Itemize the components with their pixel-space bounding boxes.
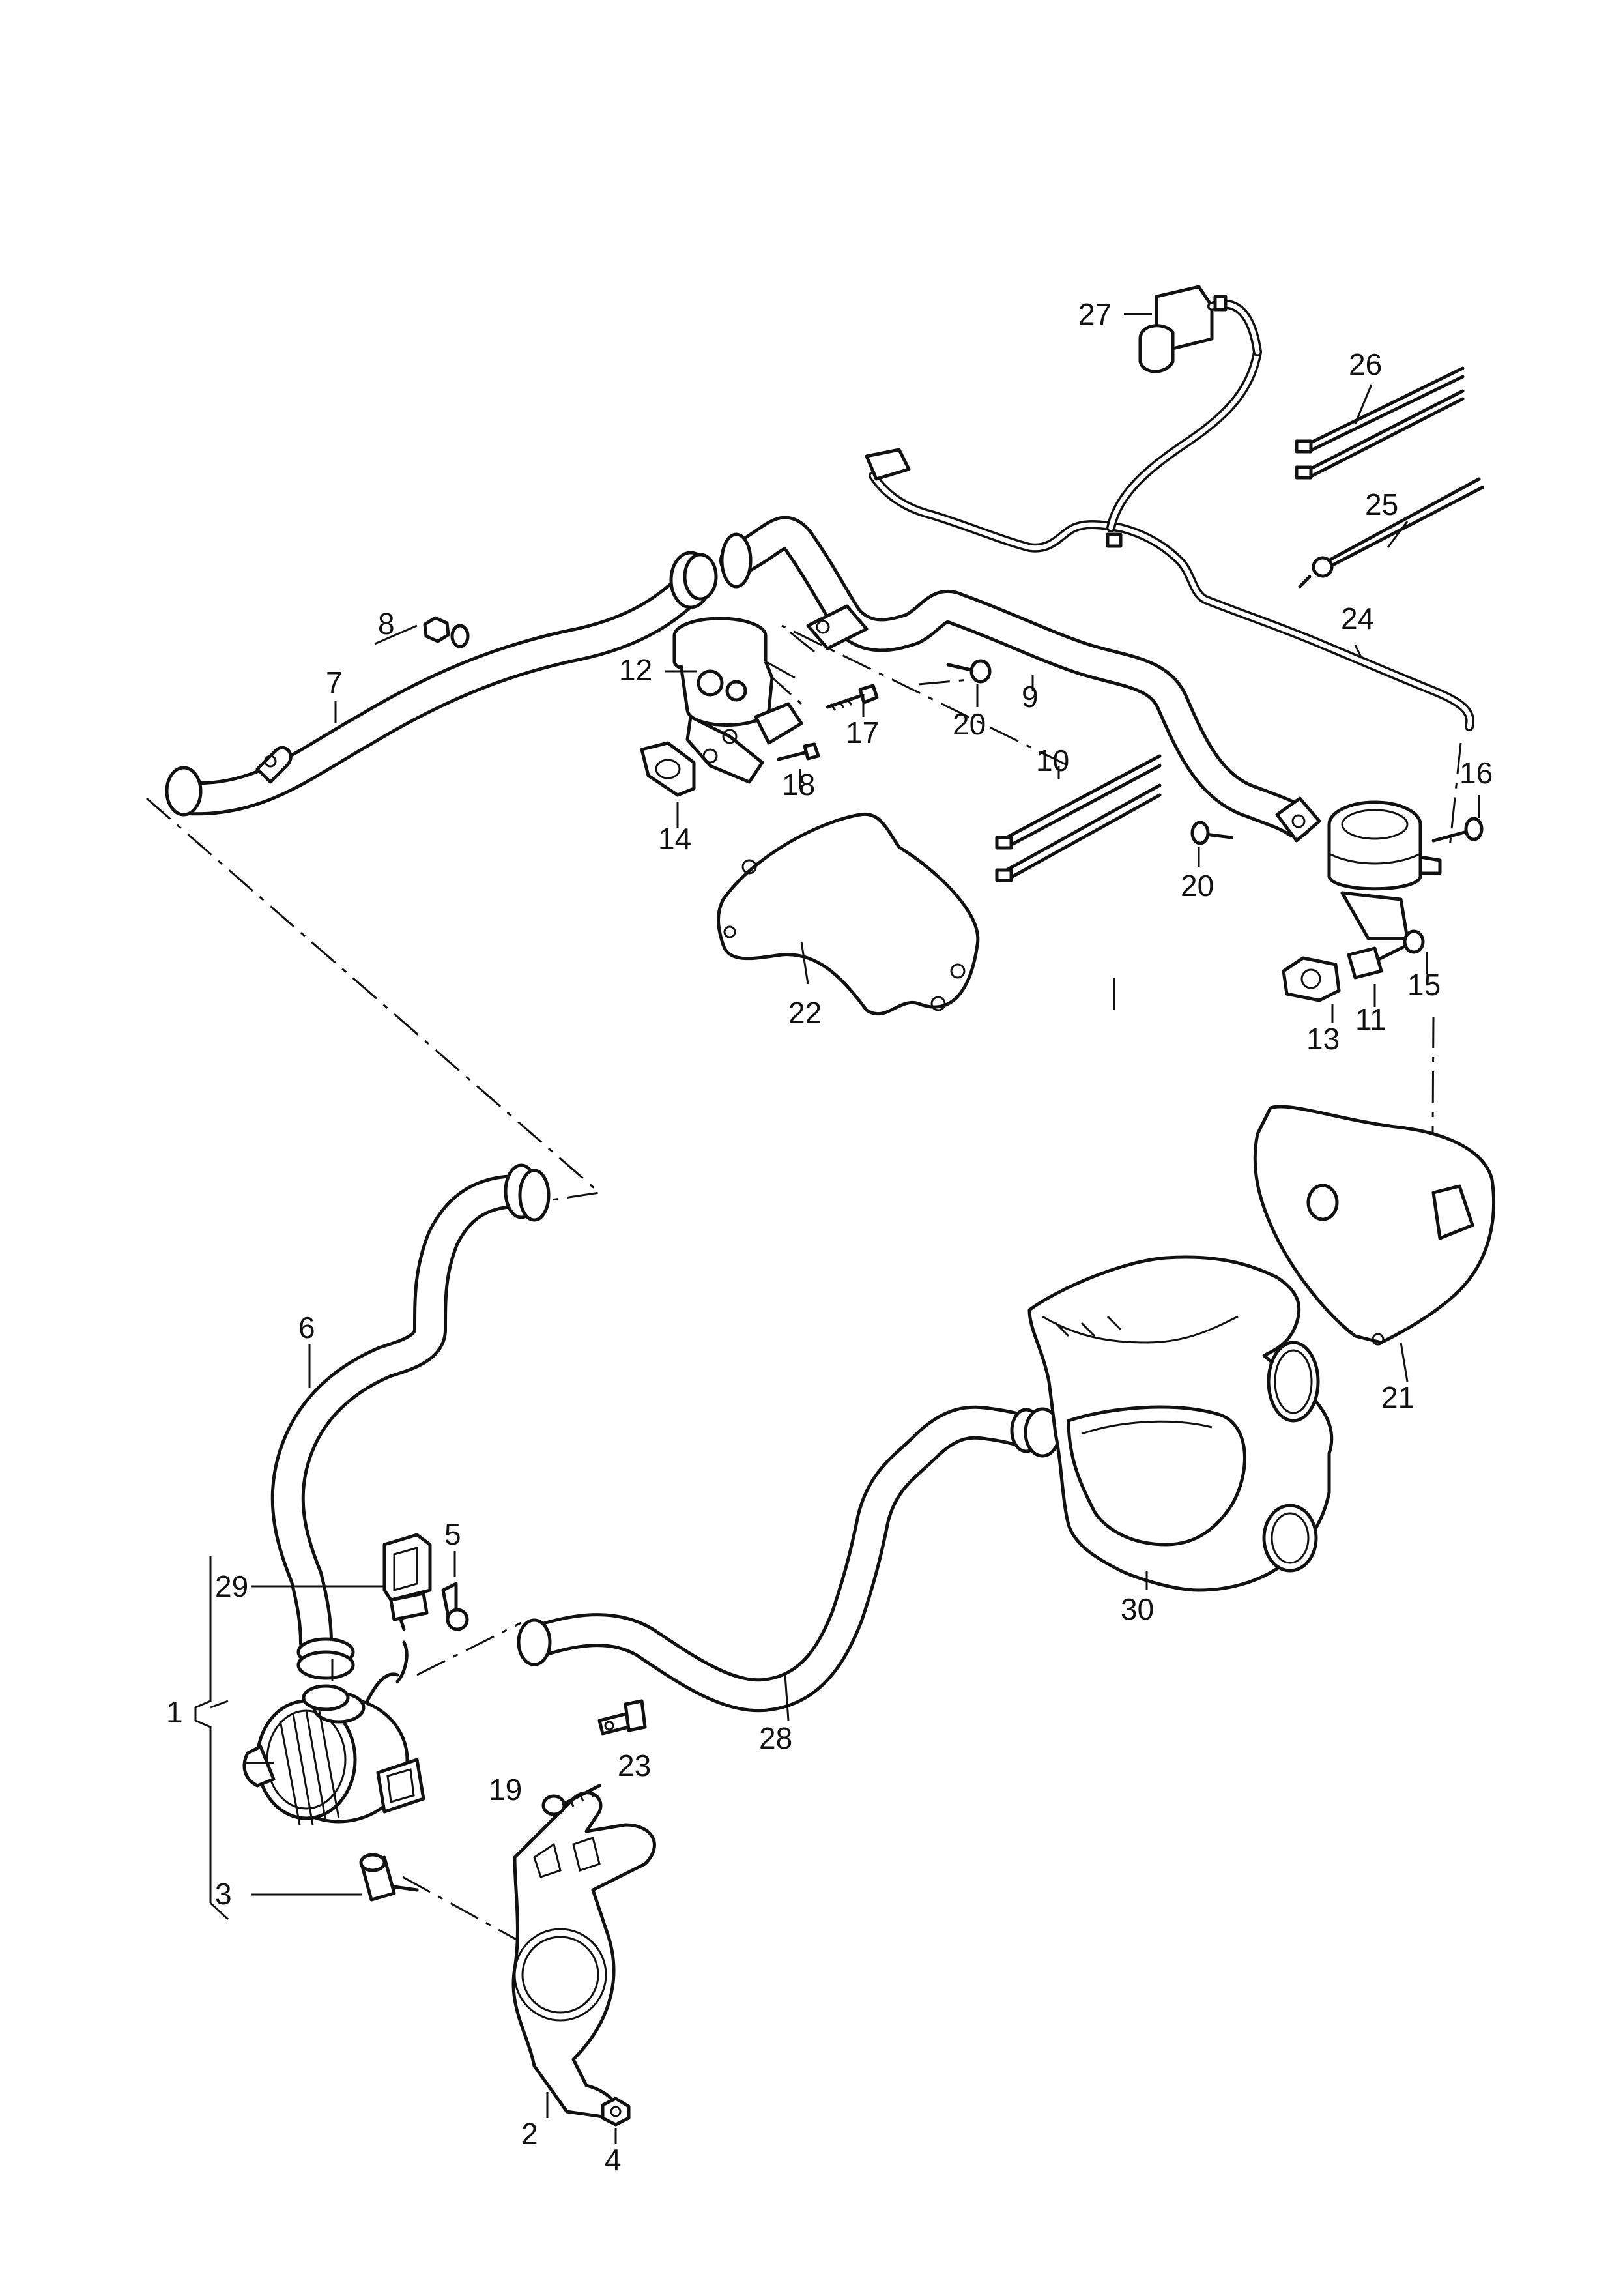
combination-valve-11[interactable]	[1327, 800, 1442, 940]
combination-valve-12[interactable]	[672, 617, 803, 784]
callout-17: 17	[846, 716, 879, 749]
bolt-19[interactable]	[541, 1784, 601, 1816]
callout-22: 22	[788, 996, 822, 1030]
bolt-17[interactable]	[826, 684, 879, 711]
nut-4[interactable]	[601, 2097, 631, 2127]
callout-7: 7	[326, 665, 343, 699]
callout-5: 5	[444, 1517, 461, 1551]
callout-20b: 20	[1181, 869, 1214, 903]
callout-25: 25	[1365, 487, 1398, 521]
callout-24: 24	[1341, 602, 1374, 635]
callout-3: 3	[215, 1877, 232, 1911]
nut-8[interactable]	[423, 616, 470, 648]
cable-tie-10[interactable]	[995, 754, 1162, 882]
bolt-20-lower[interactable]	[1190, 821, 1233, 845]
gasket-13[interactable]	[1282, 956, 1341, 1002]
callout-11: 11	[1355, 1002, 1386, 1036]
callout-9: 9	[1022, 680, 1039, 714]
clip-5[interactable]	[441, 1582, 469, 1631]
callout-27: 27	[1078, 297, 1112, 331]
bolt-3[interactable]	[359, 1853, 419, 1902]
callout-18: 18	[782, 768, 815, 802]
callout-12: 12	[619, 653, 652, 687]
heat-shield-21[interactable]	[1253, 1105, 1495, 1346]
callout-16: 16	[1459, 756, 1493, 790]
hose-28[interactable]	[517, 1405, 1061, 1713]
vacuum-line-24[interactable]	[865, 347, 1475, 731]
cable-tie-25[interactable]	[1298, 477, 1484, 589]
callout-6: 6	[298, 1311, 315, 1344]
callout-19: 19	[489, 1773, 522, 1807]
callout-2: 2	[521, 2117, 538, 2151]
callout-1: 1	[166, 1695, 183, 1729]
callout-21: 21	[1381, 1380, 1415, 1414]
bolt-16[interactable]	[1431, 817, 1484, 843]
hose-6[interactable]	[270, 1163, 551, 1680]
callout-15: 15	[1407, 968, 1441, 1002]
connector-29[interactable]	[350, 1533, 432, 1736]
callout-labels: 1 2 3 4 5 6 7 8 9 10 11 12 13 14 15 16 1…	[166, 297, 1493, 2177]
callout-4: 4	[605, 2143, 622, 2177]
leader-lines	[194, 313, 1480, 2144]
secondary-air-pump-1[interactable]	[242, 1684, 425, 1825]
air-filter-housing-30[interactable]	[1027, 1255, 1334, 1592]
callout-10: 10	[1036, 744, 1069, 777]
clip-23[interactable]	[597, 1699, 647, 1736]
bolt-18[interactable]	[777, 742, 820, 761]
callout-23: 23	[618, 1749, 651, 1782]
bracket-2[interactable]	[511, 1791, 656, 2120]
callout-20a: 20	[953, 707, 986, 741]
callout-13: 13	[1306, 1022, 1340, 1056]
callout-28: 28	[759, 1721, 792, 1755]
gasket-14[interactable]	[640, 741, 696, 797]
hose-7[interactable]	[165, 551, 718, 817]
callout-29: 29	[215, 1569, 248, 1603]
callout-8: 8	[378, 607, 395, 641]
bolt-15[interactable]	[1347, 929, 1425, 980]
bolt-20-upper[interactable]	[946, 659, 992, 684]
heat-shield-22[interactable]	[717, 812, 980, 1016]
callout-14: 14	[658, 822, 691, 856]
solenoid-valve-27[interactable]	[1138, 285, 1262, 373]
cable-tie-26[interactable]	[1295, 366, 1465, 480]
hose-9[interactable]	[719, 516, 1321, 843]
callout-26: 26	[1349, 347, 1382, 381]
callout-30: 30	[1121, 1592, 1154, 1626]
